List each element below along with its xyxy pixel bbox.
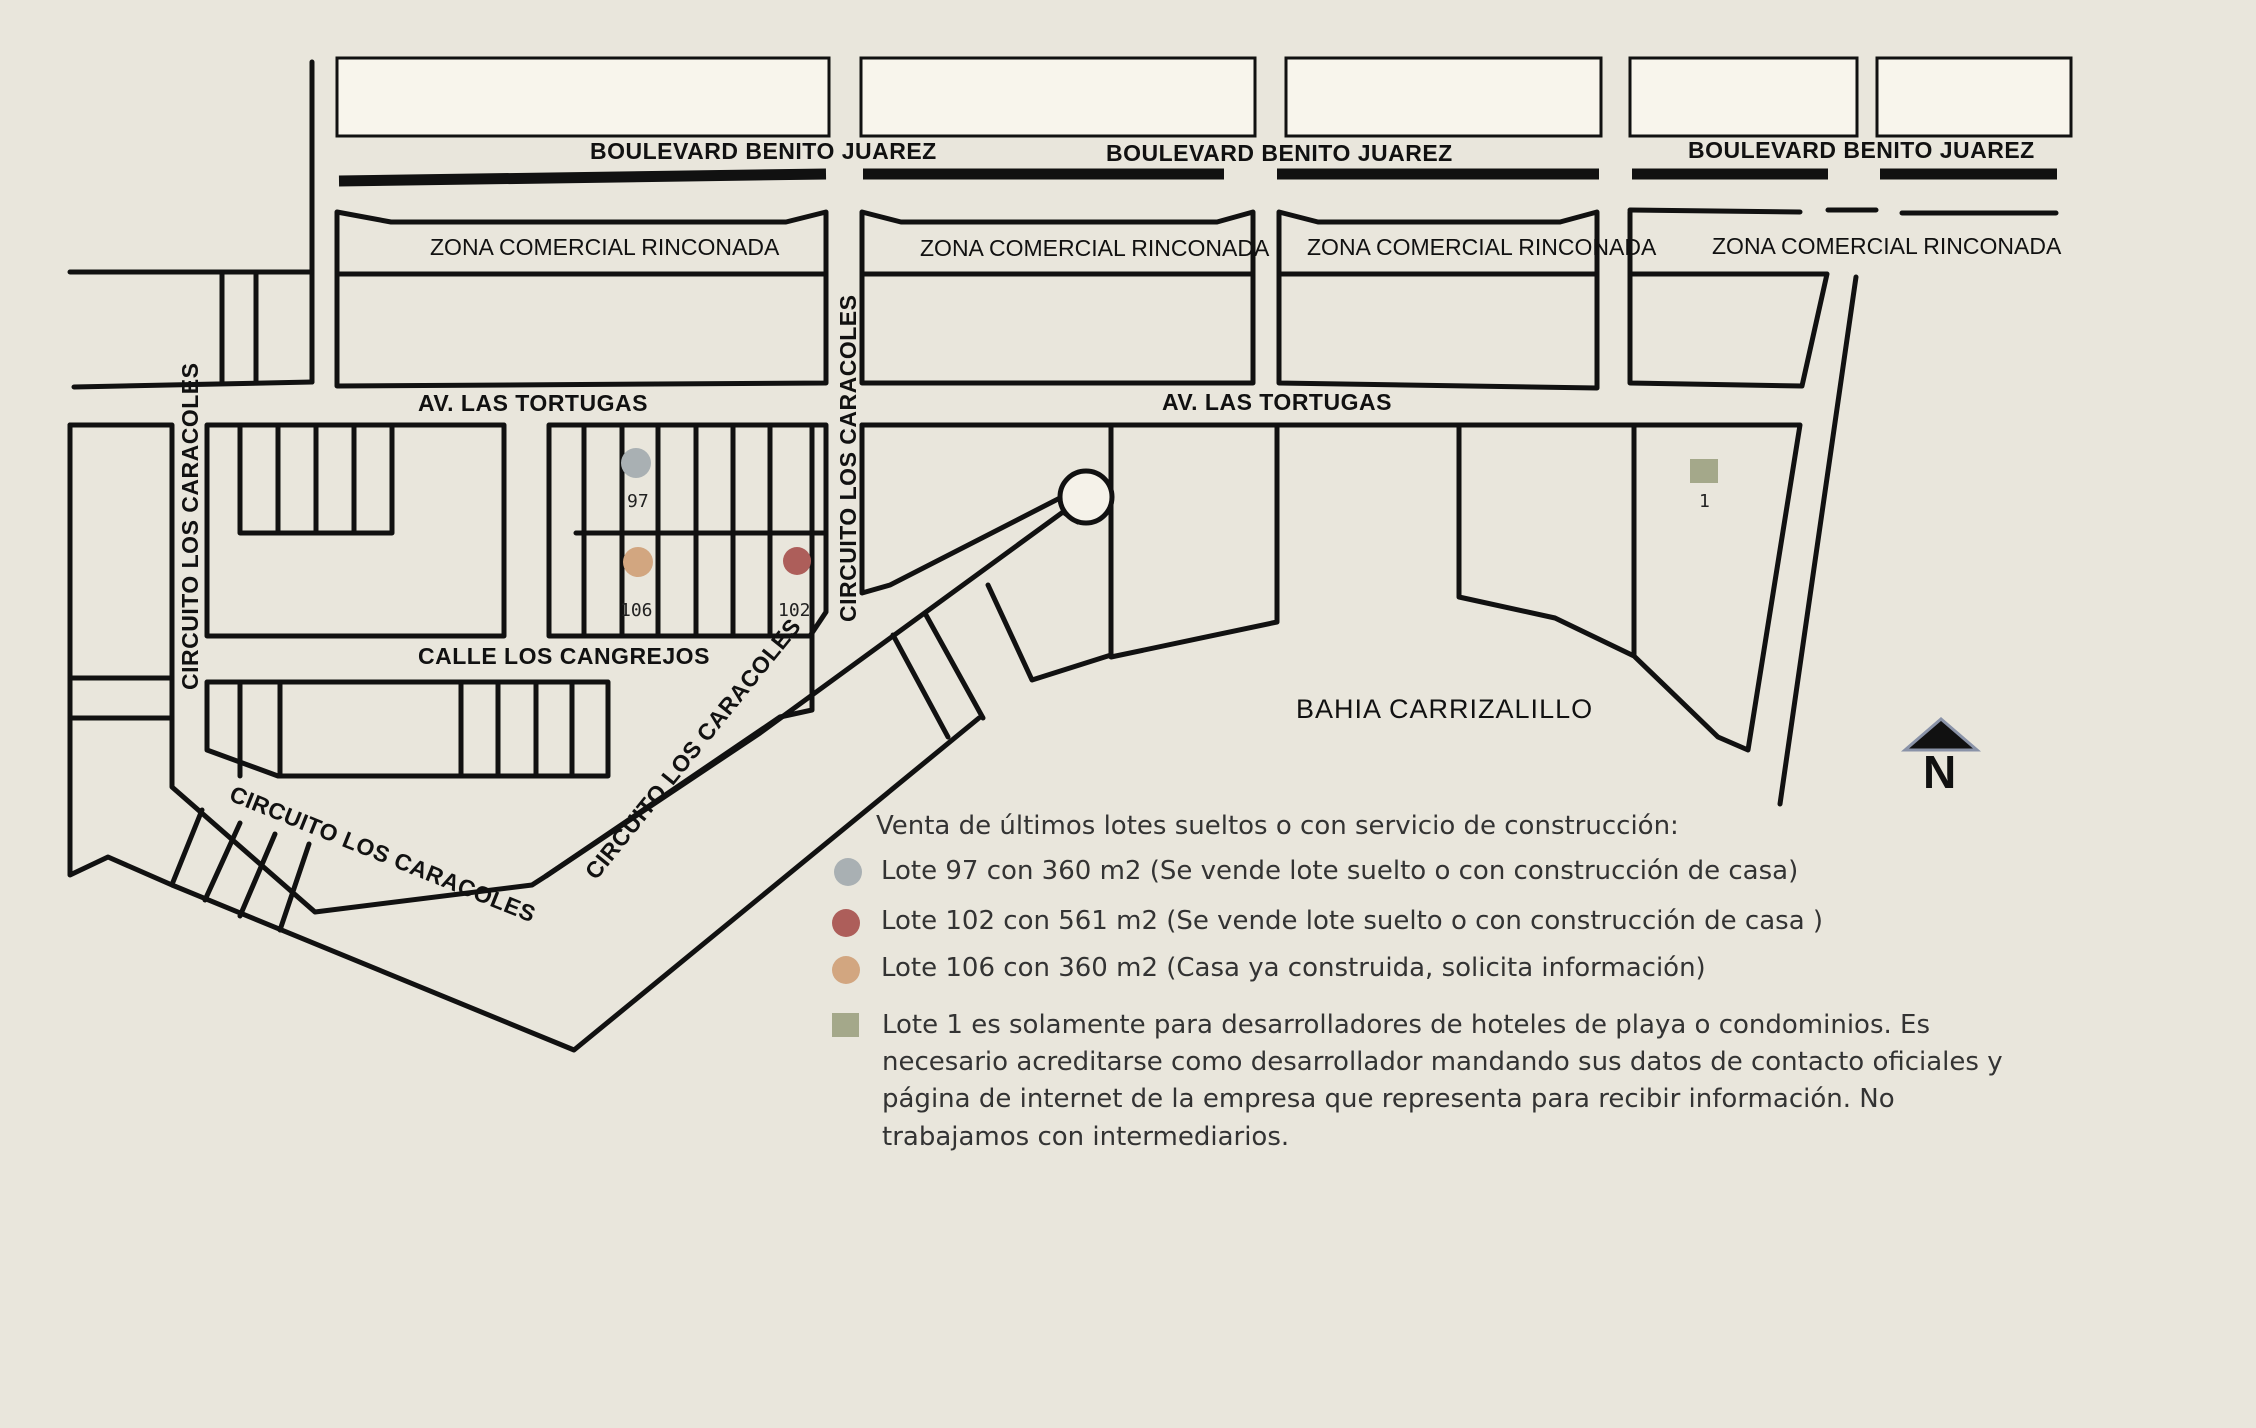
circuito-label: CIRCUITO LOS CARACOLES	[177, 363, 203, 690]
boulevard-lines	[338, 168, 2057, 187]
lot-97-marker	[621, 448, 651, 478]
legend-developer-line: trabajamos con intermediarios.	[882, 1122, 1289, 1152]
beachfront-block	[1628, 56, 1859, 138]
boulevard-label: BOULEVARD BENITO JUAREZ	[1688, 137, 2035, 163]
bay-label: BAHIA CARRIZALILLO	[1296, 694, 1593, 724]
lot-markers: 97 106 102 1	[620, 448, 1718, 621]
south-crossings	[170, 807, 312, 933]
beachfront-block	[1284, 56, 1603, 138]
lot-106-marker	[623, 547, 653, 577]
zona-block-4-top	[1627, 207, 2059, 216]
lot-1-number: 1	[1699, 491, 1710, 512]
lot-97-number: 97	[627, 491, 649, 512]
zona-block-2	[859, 209, 1256, 386]
left-crossing	[219, 269, 259, 386]
lot-102-marker	[783, 547, 811, 575]
legend-marker-97	[834, 858, 862, 886]
block-a	[204, 422, 507, 639]
road-network	[67, 59, 2059, 1053]
lot-106-number: 106	[620, 600, 653, 621]
west-outer-edge	[67, 422, 982, 1053]
legend-item-102: Lote 102 con 561 m2 (Se vende lote suelt…	[881, 906, 1823, 936]
block-a-lots	[237, 422, 395, 536]
north-arrow: N	[1900, 717, 1982, 798]
block-c	[204, 679, 611, 779]
zona-comercial-label: ZONA COMERCIAL RINCONADA	[430, 234, 780, 260]
zona-block-1	[334, 209, 829, 389]
legend-marker-102	[832, 909, 860, 937]
lot-1-marker	[1690, 459, 1718, 483]
legend-marker-lot-1	[832, 1013, 859, 1037]
av-tortugas-label: AV. LAS TORTUGAS	[1162, 389, 1392, 415]
boulevard-label: BOULEVARD BENITO JUAREZ	[590, 138, 937, 164]
legend-item-97: Lote 97 con 360 m2 (Se vende lote suelto…	[881, 856, 1798, 886]
zona-block-4	[1627, 209, 1830, 389]
legend-title: Venta de últimos lotes sueltos o con ser…	[876, 811, 1679, 841]
legend-developer-line: página de internet de la empresa que rep…	[882, 1084, 1895, 1114]
legend-developer-line: necesario acreditarse como desarrollador…	[882, 1047, 2003, 1077]
zona-comercial-label: ZONA COMERCIAL RINCONADA	[1307, 234, 1657, 260]
block-b	[546, 422, 829, 639]
block-b-lots	[573, 422, 829, 639]
bridge-crossing	[890, 612, 986, 740]
west-cross-lines	[67, 675, 175, 721]
right-diagonal-road	[1777, 274, 1859, 807]
circuito-label: CIRCUITO LOS CARACOLES	[835, 295, 861, 622]
block-c-lots	[237, 679, 575, 779]
lot-102-number: 102	[778, 600, 811, 621]
roundabout	[1057, 468, 1115, 526]
north-label: N	[1923, 746, 1956, 798]
west-block	[67, 422, 815, 915]
zona-block-3	[1276, 209, 1600, 391]
calle-cangrejos-label: CALLE LOS CANGREJOS	[418, 643, 710, 669]
legend-marker-106	[832, 956, 860, 984]
legend-item-106: Lote 106 con 360 m2 (Casa ya construida,…	[881, 953, 1706, 983]
beachfront-block	[859, 56, 1257, 138]
legend: Venta de últimos lotes sueltos o con ser…	[832, 811, 2003, 1152]
beachfront-blocks	[335, 56, 2073, 138]
beachfront-block	[1875, 56, 2073, 138]
legend-developer-line: Lote 1 es solamente para desarrolladores…	[882, 1010, 1930, 1040]
beachfront-block	[335, 56, 831, 138]
boulevard-segment	[338, 168, 827, 187]
zona-comercial-label: ZONA COMERCIAL RINCONADA	[1712, 233, 2062, 259]
boulevard-label: BOULEVARD BENITO JUAREZ	[1106, 140, 1453, 166]
street-labels: BOULEVARD BENITO JUAREZ BOULEVARD BENITO…	[177, 137, 2062, 927]
zona-comercial-label: ZONA COMERCIAL RINCONADA	[920, 235, 1270, 261]
north-arrow-icon	[1900, 717, 1982, 752]
tortugas-block	[859, 422, 1803, 753]
av-tortugas-label: AV. LAS TORTUGAS	[418, 390, 648, 416]
left-horizontal-road-bottom	[71, 379, 315, 390]
